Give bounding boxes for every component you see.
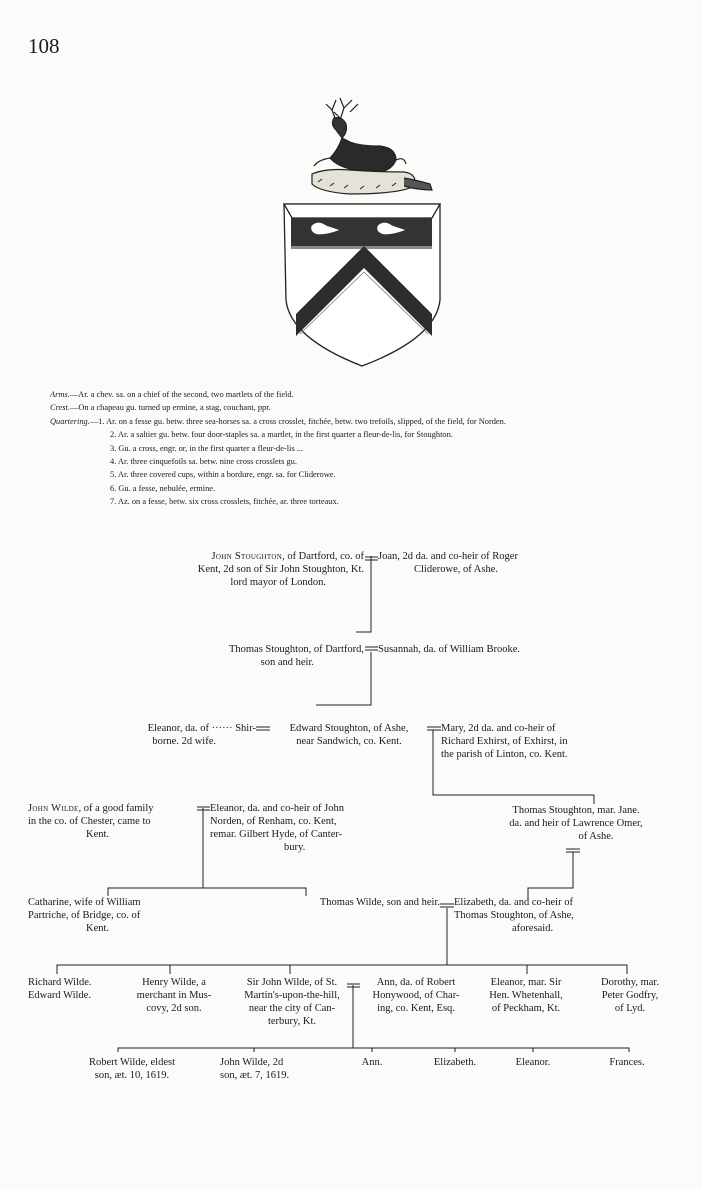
edward-stoughton-line2: near Sandwich, co. Kent. <box>270 735 428 748</box>
elizabeth-stoughton-line1: Elizabeth, da. and co-heir of <box>454 896 574 909</box>
edward-wilde: Edward Wilde. <box>28 989 92 1002</box>
eleanor-shirborne-entry: Eleanor, da. of ······ Shir- borne. 2d w… <box>80 722 256 748</box>
frances-entry: Frances. <box>592 1056 662 1069</box>
eleanor-norden-line1: Eleanor, da. and co-heir of John <box>210 802 344 815</box>
joan-line1: Joan, 2d da. and co-heir of Roger <box>378 550 518 563</box>
robert-wilde-entry: Robert Wilde, eldest son, æt. 10, 1619. <box>72 1056 192 1082</box>
ann-entry: Ann. <box>346 1056 398 1069</box>
sir-john-wilde-line2: Martin's-upon-the-hill, <box>230 989 354 1002</box>
dorothy-godfry-line3: of Lyd. <box>584 1002 676 1015</box>
john-wilde-name: John Wilde <box>28 803 79 814</box>
eleanor-whetenhall-line3: of Peckham, Kt. <box>474 1002 578 1015</box>
john-stoughton-entry: John Stoughton, of Dartford, co. of Kent… <box>140 550 364 589</box>
john-wilde-line1: , of a good family <box>79 803 154 814</box>
john-wilde-entry: John Wilde, of a good family in the co. … <box>28 802 154 841</box>
catharine-line2: Partriche, of Bridge, co. of <box>28 909 141 922</box>
thomas-wilde-entry: Thomas Wilde, son and heir. <box>256 896 440 909</box>
thomas-stoughton-line2: son and heir. <box>180 656 364 669</box>
john-stoughton-line3: lord mayor of London. <box>140 576 364 589</box>
thomas-stoughton-jr-line2: da. and heir of Lawrence Omer, <box>486 817 666 830</box>
mary-exhirst-line1: Mary, 2d da. and co-heir of <box>441 722 568 735</box>
sir-john-wilde-line3: near the city of Can- <box>230 1002 354 1015</box>
richard-wilde: Richard Wilde. <box>28 976 92 989</box>
dorothy-godfry-line1: Dorothy, mar. <box>584 976 676 989</box>
john-wilde-line2: in the co. of Chester, came to <box>28 815 154 828</box>
ann-honywood-line3: ing, co. Kent, Esq. <box>360 1002 472 1015</box>
catharine-line3: Kent. <box>28 922 141 935</box>
eleanor-whetenhall-line2: Hen. Whetenhall, <box>474 989 578 1002</box>
dorothy-godfry-line2: Peter Godfry, <box>584 989 676 1002</box>
catharine-line1: Catharine, wife of William <box>28 896 141 909</box>
eleanor-norden-line2: Norden, of Renham, co. Kent, <box>210 815 344 828</box>
thomas-stoughton-line1: Thomas Stoughton, of Dartford, <box>180 643 364 656</box>
thomas-stoughton-jr-line3: of Ashe. <box>486 830 666 843</box>
thomas-stoughton-entry: Thomas Stoughton, of Dartford, son and h… <box>180 643 364 669</box>
elizabeth-stoughton-line2: Thomas Stoughton, of Ashe, <box>454 909 574 922</box>
sir-john-wilde-line4: terbury, Kt. <box>230 1015 354 1028</box>
sir-john-wilde-line1: Sir John Wilde, of St. <box>230 976 354 989</box>
sir-john-wilde-entry: Sir John Wilde, of St. Martin's-upon-the… <box>230 976 354 1028</box>
eleanor-norden-line3: remar. Gilbert Hyde, of Canter- <box>210 828 344 841</box>
john-stoughton-line1: , of Dartford, co. of <box>282 551 364 562</box>
joan-entry: Joan, 2d da. and co-heir of Roger Clider… <box>378 550 518 576</box>
elizabeth-stoughton-line3: aforesaid. <box>454 922 574 935</box>
mary-exhirst-entry: Mary, 2d da. and co-heir of Richard Exhi… <box>441 722 568 761</box>
henry-wilde-line2: merchant in Mus- <box>124 989 224 1002</box>
thomas-stoughton-jr-entry: Thomas Stoughton, mar. Jane. da. and hei… <box>486 804 666 843</box>
eleanor-norden-line4: bury. <box>210 841 344 854</box>
edward-stoughton-line1: Edward Stoughton, of Ashe, <box>270 722 428 735</box>
john-wilde-line3: Kent. <box>28 828 154 841</box>
eleanor-whetenhall-line1: Eleanor, mar. Sir <box>474 976 578 989</box>
ann-honywood-entry: Ann, da. of Robert Honywood, of Char- in… <box>360 976 472 1015</box>
henry-wilde-entry: Henry Wilde, a merchant in Mus- covy, 2d… <box>124 976 224 1015</box>
catharine-entry: Catharine, wife of William Partriche, of… <box>28 896 141 935</box>
ann-honywood-line1: Ann, da. of Robert <box>360 976 472 989</box>
robert-wilde-line1: Robert Wilde, eldest <box>72 1056 192 1069</box>
john-stoughton-line2: Kent, 2d son of Sir John Stoughton, Kt. <box>140 563 364 576</box>
ann-honywood-line2: Honywood, of Char- <box>360 989 472 1002</box>
elizabeth-stoughton-entry: Elizabeth, da. and co-heir of Thomas Sto… <box>454 896 574 935</box>
mary-exhirst-line3: the parish of Linton, co. Kent. <box>441 748 568 761</box>
robert-wilde-line2: son, æt. 10, 1619. <box>72 1069 192 1082</box>
john-stoughton-name: John Stoughton <box>212 551 283 562</box>
thomas-stoughton-jr-line1: Thomas Stoughton, mar. Jane. <box>486 804 666 817</box>
eleanor-entry: Eleanor. <box>500 1056 566 1069</box>
joan-line2: Cliderowe, of Ashe. <box>378 563 518 576</box>
john-wilde-2d-line2: son, æt. 7, 1619. <box>220 1069 289 1082</box>
eleanor-whetenhall-entry: Eleanor, mar. Sir Hen. Whetenhall, of Pe… <box>474 976 578 1015</box>
dorothy-godfry-entry: Dorothy, mar. Peter Godfry, of Lyd. <box>584 976 676 1015</box>
eleanor-shirborne-line2: borne. 2d wife. <box>80 735 256 748</box>
richard-edward-entry: Richard Wilde. Edward Wilde. <box>28 976 92 1002</box>
henry-wilde-line3: covy, 2d son. <box>124 1002 224 1015</box>
john-wilde-2d-entry: John Wilde, 2d son, æt. 7, 1619. <box>220 1056 289 1082</box>
elizabeth-entry: Elizabeth. <box>418 1056 492 1069</box>
eleanor-shirborne-line1: Eleanor, da. of ······ Shir- <box>80 722 256 735</box>
eleanor-norden-entry: Eleanor, da. and co-heir of John Norden,… <box>210 802 344 854</box>
john-wilde-2d-line1: John Wilde, 2d <box>220 1056 289 1069</box>
mary-exhirst-line2: Richard Exhirst, of Exhirst, in <box>441 735 568 748</box>
edward-stoughton-entry: Edward Stoughton, of Ashe, near Sandwich… <box>270 722 428 748</box>
henry-wilde-line1: Henry Wilde, a <box>124 976 224 989</box>
susannah-entry: Susannah, da. of William Brooke. <box>378 643 520 656</box>
